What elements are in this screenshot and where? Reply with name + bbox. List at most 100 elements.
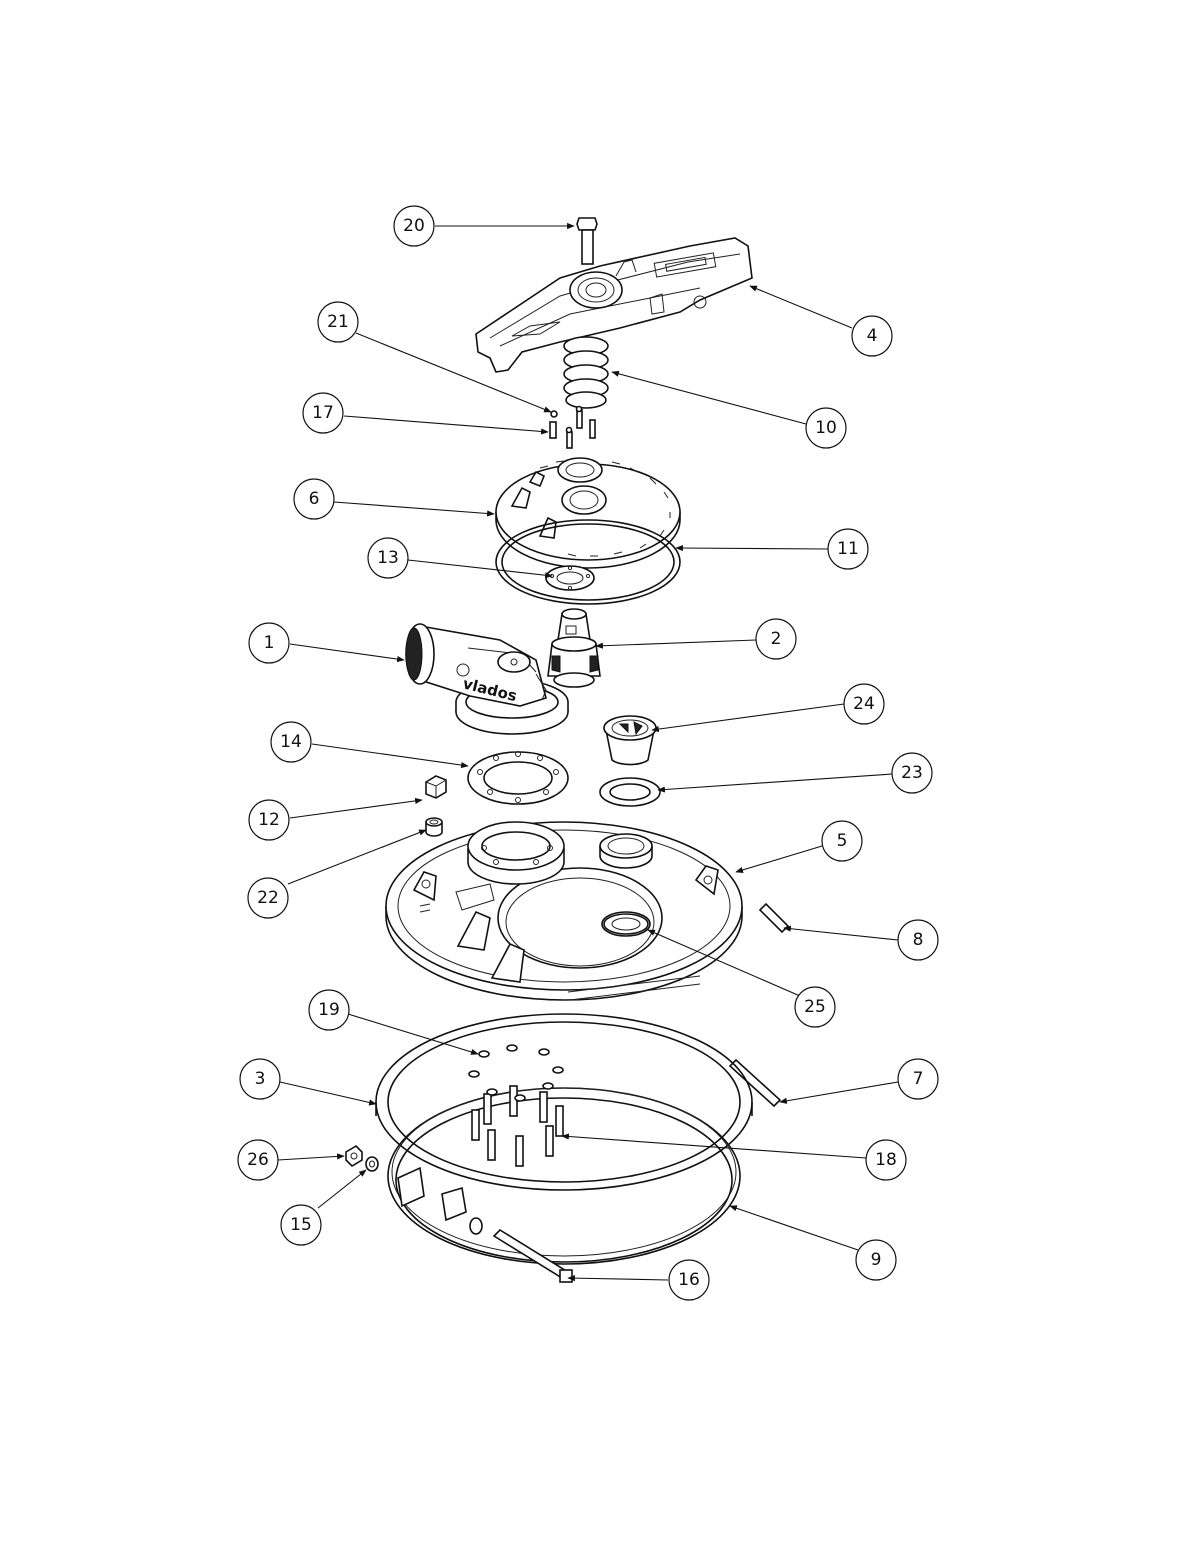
leader-4 [749,285,853,329]
part-pin-8 [758,902,790,934]
leader-14 [311,743,469,769]
part-bushing-22 [425,817,443,837]
svg-text:5: 5 [837,831,848,851]
svg-text:23: 23 [901,763,923,783]
svg-text:6: 6 [309,489,320,509]
svg-text:9: 9 [871,1250,882,1270]
leader-18 [561,1133,867,1159]
part-bolt-20 [576,217,598,265]
leader-3 [279,1081,377,1106]
callout-3: 3 [239,1058,281,1100]
part-small-pins-17-21 [549,405,596,449]
leader-19 [347,1013,479,1055]
svg-text:20: 20 [403,216,425,236]
part-washer-23 [599,777,661,807]
callout-16: 16 [668,1259,710,1301]
leader-6 [333,501,495,517]
svg-text:7: 7 [913,1069,924,1089]
callout-6: 6 [293,478,335,520]
part-inner-ring-25 [601,911,651,937]
leader-11 [675,544,829,552]
svg-text:22: 22 [257,888,279,908]
svg-text:19: 19 [318,1000,340,1020]
callout-26: 26 [237,1139,279,1181]
callout-20: 20 [393,205,435,247]
svg-text:14: 14 [280,732,302,752]
leader-25 [647,929,801,997]
part-lever-arm-4 [475,237,753,373]
part-washers-19 [468,1044,564,1078]
callout-17: 17 [302,392,344,434]
callout-22: 22 [247,877,289,919]
svg-text:1: 1 [264,633,275,653]
part-main-lid-5 [385,821,743,1001]
leader-12 [289,797,423,819]
leader-17 [343,415,549,435]
callout-19: 19 [308,989,350,1031]
part-nut-26 [345,1144,363,1168]
part-gasket-14 [467,751,569,805]
svg-text:26: 26 [247,1150,269,1170]
svg-text:25: 25 [804,997,826,1017]
leader-22 [287,829,427,885]
part-valve-cartridge-2 [547,608,601,688]
leader-15 [317,1169,367,1209]
part-elbow-body-1: vlados [405,623,569,735]
callout-9: 9 [855,1239,897,1281]
callout-5: 5 [821,820,863,862]
part-rod-7 [728,1058,782,1108]
svg-text:15: 15 [290,1215,312,1235]
callout-8: 8 [897,919,939,961]
leader-26 [277,1153,345,1161]
part-cap-screws-18 [471,1082,564,1167]
svg-text:3: 3 [255,1069,266,1089]
svg-text:12: 12 [258,810,280,830]
callout-23: 23 [891,752,933,794]
part-lower-ring-9 [387,1087,741,1265]
part-cap-24 [603,715,657,766]
part-clamp-lugs [397,1166,483,1235]
callout-1: 1 [248,622,290,664]
svg-text:21: 21 [327,312,349,332]
svg-text:11: 11 [837,539,859,559]
part-flange-plate-13 [545,565,595,591]
callout-10: 10 [805,407,847,449]
leader-lines [277,222,899,1282]
part-spring-10 [563,336,609,409]
callout-7: 7 [897,1058,939,1100]
leader-21 [355,332,552,413]
callout-14: 14 [270,721,312,763]
part-washer-15 [365,1156,379,1172]
leader-23 [657,773,893,793]
svg-text:13: 13 [377,548,399,568]
callout-2: 2 [755,618,797,660]
leader-16 [567,1275,669,1282]
leader-13 [407,559,553,579]
callout-bubbles: 20 4 21 10 17 6 11 13 1 2 24 14 23 12 5 … [237,205,939,1301]
leader-10 [611,370,807,425]
callout-21: 21 [317,301,359,343]
leader-8 [783,925,899,941]
svg-text:8: 8 [913,930,924,950]
callout-13: 13 [367,537,409,579]
callout-4: 4 [851,315,893,357]
callout-18: 18 [865,1139,907,1181]
leader-5 [735,845,823,873]
svg-text:2: 2 [771,629,782,649]
part-nut-12 [425,775,447,799]
callout-25: 25 [794,986,836,1028]
leader-2 [595,639,757,649]
leader-7 [779,1081,899,1104]
leader-1 [289,643,405,663]
svg-text:24: 24 [853,694,875,714]
leader-9 [729,1205,859,1251]
callout-24: 24 [843,683,885,725]
part-cover-plate-6 [495,457,681,569]
svg-text:4: 4 [867,326,878,346]
svg-text:18: 18 [875,1150,897,1170]
svg-text:17: 17 [312,403,334,423]
callout-12: 12 [248,799,290,841]
callout-11: 11 [827,528,869,570]
svg-text:10: 10 [815,418,837,438]
